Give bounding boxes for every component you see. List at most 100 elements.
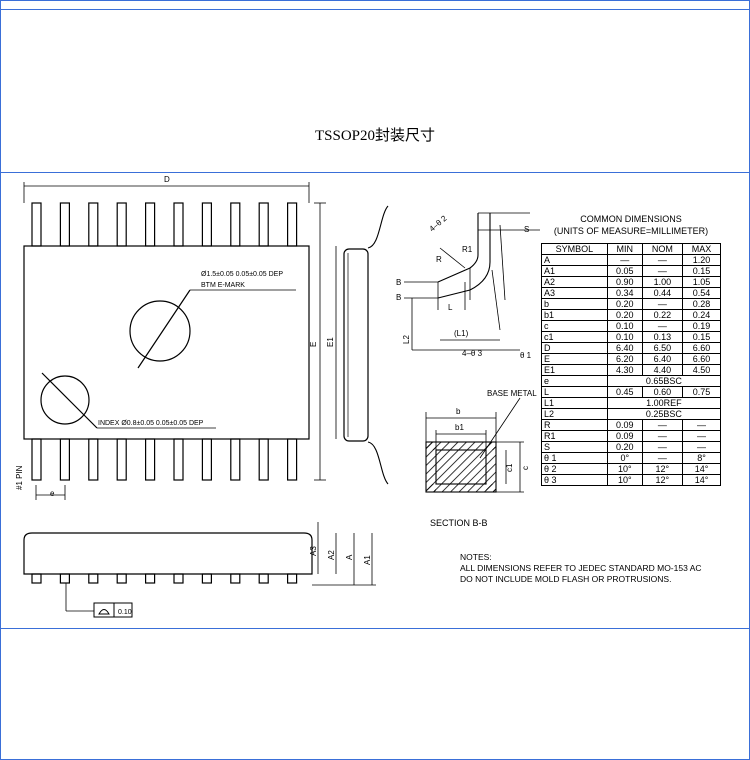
table-cell: 0.19 <box>682 320 721 332</box>
table-cell: 0.15 <box>682 331 721 343</box>
label-base-metal: BASE METAL <box>487 389 537 398</box>
label-btm-mark2: BTM E-MARK <box>201 282 245 289</box>
table-cell: A <box>541 254 608 266</box>
label-R: R <box>436 255 442 264</box>
col-nom: NOM <box>641 243 684 255</box>
lead <box>145 438 156 481</box>
lead <box>31 573 42 584</box>
label-E: E <box>309 342 318 347</box>
lead <box>201 438 212 481</box>
table-cell: — <box>682 441 721 453</box>
table-cell: — <box>682 430 721 442</box>
table-cell: 0.09 <box>606 419 643 431</box>
table-cell: c <box>541 320 608 332</box>
lead <box>116 438 127 481</box>
table-cell: — <box>641 441 684 453</box>
notes-line2: DO NOT INCLUDE MOLD FLASH OR PROTRUSIONS… <box>460 574 672 584</box>
lead-detail <box>404 212 540 351</box>
table-title-line2: (UNITS OF MEASURE=MILLIMETER) <box>553 226 709 236</box>
lead <box>145 573 156 584</box>
table-cell: 0.65BSC <box>606 375 722 387</box>
table-cell: 14° <box>682 474 721 486</box>
table-cell: 0.10 <box>606 320 643 332</box>
label-theta3: 4–θ 3 <box>462 349 483 358</box>
lead <box>258 202 269 247</box>
table-cell: E1 <box>541 364 608 376</box>
table-cell: 0° <box>606 452 643 464</box>
label-btm-mark: Ø1.5±0.05 0.05±0.05 DEP <box>201 271 283 278</box>
table-cell: 1.05 <box>682 276 721 288</box>
table-cell: c1 <box>541 331 608 343</box>
table-cell: 6.50 <box>641 342 684 354</box>
lead <box>173 573 184 584</box>
lead <box>59 202 71 247</box>
table-cell: 1.00REF <box>606 397 722 409</box>
col-symbol: SYMBOL <box>541 243 608 255</box>
label-theta1: θ 1 <box>520 351 532 360</box>
label-A: A <box>345 554 354 560</box>
page-title: TSSOP20封装尺寸 <box>314 128 436 144</box>
table-cell: 4.50 <box>682 364 721 376</box>
lead <box>287 202 298 247</box>
table-cell: 0.54 <box>682 287 721 299</box>
lead <box>88 573 99 584</box>
table-cell: 0.22 <box>641 309 684 321</box>
index-circle <box>40 375 90 425</box>
lead <box>31 438 42 481</box>
lead <box>201 202 212 247</box>
btm-mark-leader <box>137 289 191 369</box>
lead <box>145 202 156 247</box>
lead <box>116 202 127 247</box>
table-cell: 0.60 <box>641 386 684 398</box>
table-cell: 0.75 <box>682 386 721 398</box>
table-cell: 6.60 <box>682 353 721 365</box>
label-B-top: B <box>396 278 401 287</box>
table-cell: 0.24 <box>682 309 721 321</box>
table-cell: R <box>541 419 608 431</box>
notes: NOTES: ALL DIMENSIONS REFER TO JEDEC STA… <box>460 552 740 585</box>
lead <box>31 202 42 247</box>
table-cell: 6.40 <box>641 353 684 365</box>
table-cell: L1 <box>541 397 608 409</box>
table-cell: 0.15 <box>682 265 721 277</box>
table-cell: 6.40 <box>606 342 643 354</box>
lead <box>59 573 71 584</box>
lead <box>88 202 99 247</box>
table-cell: — <box>641 430 684 442</box>
table-cell: 12° <box>641 463 684 475</box>
table-cell: 0.28 <box>682 298 721 310</box>
table-cell: S <box>541 441 608 453</box>
lead <box>59 438 71 481</box>
table-cell: 0.44 <box>641 287 684 299</box>
label-b: b <box>456 407 461 416</box>
lead <box>230 438 241 481</box>
table-cell: 0.20 <box>606 298 643 310</box>
lead <box>258 573 269 584</box>
table-cell: — <box>641 265 684 277</box>
table-cell: b <box>541 298 608 310</box>
table-cell: — <box>641 419 684 431</box>
label-L: L <box>448 303 453 312</box>
label-theta2: 4–θ 2 <box>428 213 450 233</box>
table-cell: — <box>641 254 684 266</box>
label-c1: c1 <box>505 463 514 472</box>
table-cell: A2 <box>541 276 608 288</box>
table-cell: 1.20 <box>682 254 721 266</box>
table-cell: 0.90 <box>606 276 643 288</box>
footer-divider <box>0 628 750 629</box>
label-L1: (L1) <box>454 329 469 338</box>
table-cell: — <box>606 254 643 266</box>
table-cell: 0.34 <box>606 287 643 299</box>
top-divider <box>0 9 750 10</box>
lead <box>88 438 99 481</box>
table-cell: θ 3 <box>541 474 608 486</box>
table-cell: L <box>541 386 608 398</box>
